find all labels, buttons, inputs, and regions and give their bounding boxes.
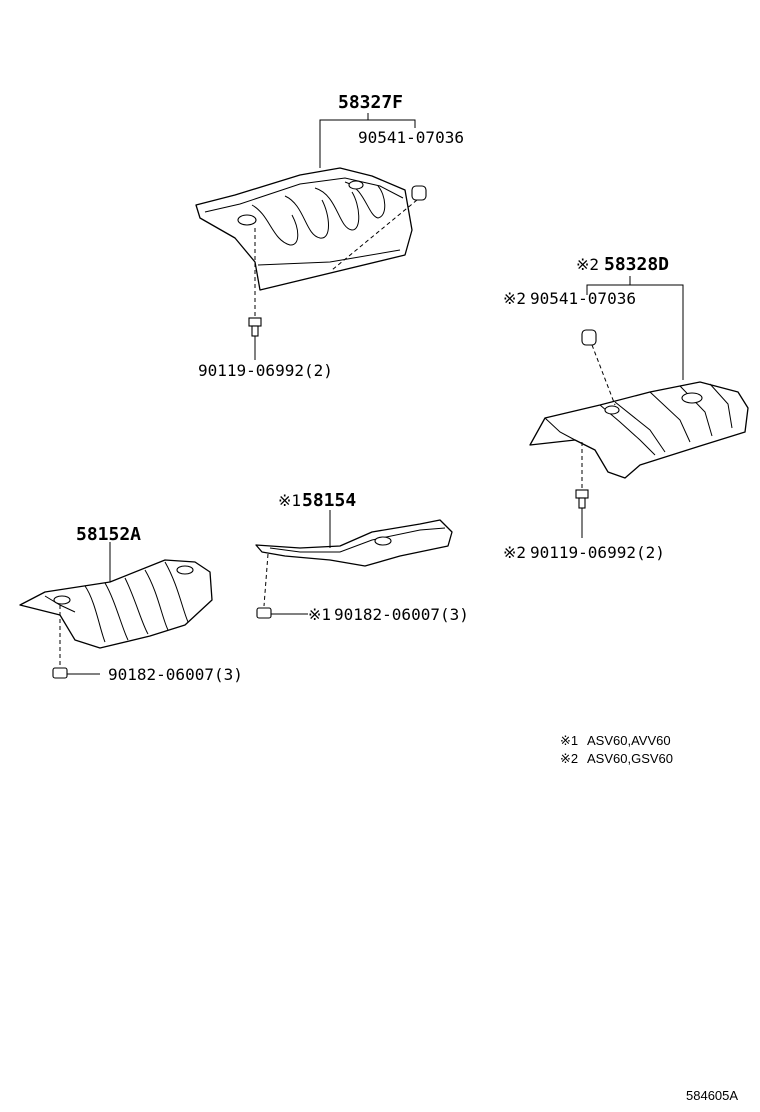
label-58327F: 58327F <box>338 92 403 113</box>
label-f6: 90182-06007(3) <box>108 665 243 684</box>
clip-nut-icon <box>411 185 427 201</box>
figure-code: 584605A <box>686 1088 738 1103</box>
label-f1: 90541-07036 <box>358 128 464 147</box>
leader-58328D <box>586 284 684 380</box>
mark-f5: ※1 <box>308 605 331 624</box>
note-1-text: ASV60,AVV60 <box>587 733 671 748</box>
bolt-icon <box>248 317 262 337</box>
label-f5: 90182-06007(3) <box>334 605 469 624</box>
heat-insulator-58328D[interactable] <box>529 381 749 479</box>
mark-58154: ※1 <box>278 491 301 510</box>
heat-insulator-58152A[interactable] <box>19 559 213 649</box>
mark-f3: ※2 <box>503 289 526 308</box>
label-f2: 90119-06992(2) <box>198 361 333 380</box>
label-58328D: 58328D <box>604 254 669 275</box>
nut-icon <box>256 607 272 619</box>
note-2-mark: ※2 <box>560 751 578 766</box>
label-f3: 90541-07036 <box>530 289 636 308</box>
note-1-mark: ※1 <box>560 733 578 748</box>
bolt-icon <box>575 489 589 509</box>
clip-nut-icon <box>581 329 597 346</box>
heat-insulator-58154[interactable] <box>255 519 453 567</box>
nut-icon <box>52 667 68 679</box>
label-f4: 90119-06992(2) <box>530 543 665 562</box>
mark-f4: ※2 <box>503 543 526 562</box>
note-2-text: ASV60,GSV60 <box>587 751 673 766</box>
heat-insulator-58327F[interactable] <box>195 167 413 291</box>
label-58152A: 58152A <box>76 524 141 545</box>
mark-58328D: ※2 <box>576 255 599 274</box>
label-58154: 58154 <box>302 490 356 511</box>
